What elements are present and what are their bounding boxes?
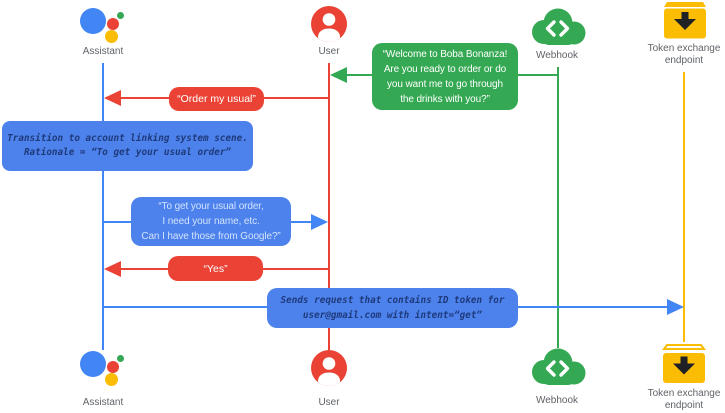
webhook-icon [532, 8, 586, 45]
webhook-icon [532, 348, 586, 385]
assistant-icon [78, 6, 126, 44]
arrowhead-left-icon [104, 90, 121, 106]
user-lifeline [328, 63, 330, 350]
ask-for-info-bubble: “To get your usual order, I need your na… [131, 197, 291, 246]
arrowhead-left-icon [104, 261, 121, 277]
user-icon [311, 350, 347, 386]
transition-note-box: Transition to account linking system sce… [2, 121, 253, 171]
arrowhead-right-icon [667, 299, 684, 315]
arrowhead-left-icon [330, 67, 347, 83]
yes-bubble: “Yes” [168, 256, 263, 281]
arrowhead-right-icon [311, 214, 328, 230]
assistant-blue-dot [80, 351, 106, 377]
assistant-red-dot [107, 361, 119, 373]
assistant-label: Assistant [82, 46, 124, 57]
welcome-message-bubble: “Welcome to Boba Bonanza! Are you ready … [372, 43, 518, 110]
assistant-green-dot [117, 12, 124, 19]
webhook-label: Webhook [535, 50, 579, 61]
webhook-label: Webhook [535, 395, 579, 406]
assistant-yellow-dot [105, 373, 118, 386]
assistant-red-dot [107, 18, 119, 30]
token-endpoint-icon [662, 344, 706, 383]
token-endpoint-lifeline [683, 72, 685, 342]
order-my-usual-bubble: “Order my usual” [169, 87, 264, 111]
token-endpoint-label: Token exchange endpoint [647, 388, 721, 411]
assistant-lifeline [102, 63, 104, 350]
assistant-blue-dot [80, 8, 106, 34]
sends-request-box: Sends request that contains ID token for… [267, 288, 518, 328]
user-label: User [318, 46, 340, 57]
assistant-green-dot [117, 355, 124, 362]
token-endpoint-label: Token exchange endpoint [647, 43, 721, 66]
user-label: User [318, 397, 340, 408]
user-icon [311, 6, 347, 42]
assistant-icon [78, 349, 126, 387]
webhook-lifeline [557, 67, 559, 348]
assistant-yellow-dot [105, 30, 118, 43]
token-endpoint-icon [664, 2, 706, 39]
assistant-label: Assistant [82, 397, 124, 408]
